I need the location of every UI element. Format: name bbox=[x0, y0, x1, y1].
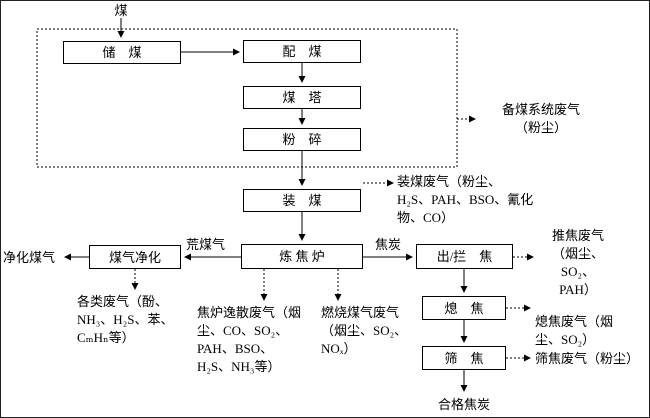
qualified-coke-output: 合格焦炭 bbox=[437, 397, 490, 412]
raw-coke-gas-label: 荒煤气 bbox=[186, 237, 226, 252]
node-gas-purification: 煤气净化 bbox=[89, 245, 181, 269]
emission-coke-quenching: 熄焦废气（烟 尘、SO₂） bbox=[535, 314, 614, 347]
emission-coke-screening: 筛焦废气（粉尘） bbox=[535, 351, 640, 366]
emission-coal-prep: 备煤系统废气 （粉尘） bbox=[501, 102, 580, 135]
emission-gas-combustion: 燃烧煤气废气 （烟尘、SO₂、 NOₓ） bbox=[321, 305, 408, 356]
coke-label: 焦炭 bbox=[375, 237, 402, 252]
node-coke-screening: 筛 焦 bbox=[422, 346, 506, 370]
node-charge-coal: 装 煤 bbox=[243, 189, 361, 212]
purified-gas-output: 净化煤气 bbox=[3, 250, 56, 265]
node-crush: 粉 碎 bbox=[243, 128, 361, 151]
node-coke-pushing: 出/拦 焦 bbox=[416, 244, 513, 269]
node-coking-oven: 炼 焦 炉 bbox=[241, 244, 363, 269]
emission-oven-fugitive: 焦炉逸散废气（烟 尘、CO、SO₂、 PAH、BSO、 H₂S、NH₃等） bbox=[197, 305, 302, 374]
emission-gas-purification: 各类废气（酚、 NH₃、H₂S、苯、 CₘHₙ等） bbox=[77, 294, 174, 345]
node-coke-quenching: 熄 焦 bbox=[422, 296, 506, 320]
node-store-coal: 储 煤 bbox=[63, 41, 181, 64]
coal-prep-system-boundary bbox=[36, 28, 458, 168]
node-blend-coal: 配 煤 bbox=[243, 40, 361, 63]
coal-input-label: 煤 bbox=[114, 3, 128, 18]
emission-coal-charging: 装煤废气（粉尘、 H₂S、PAH、BSO、氰化 物、CO） bbox=[397, 174, 534, 225]
emission-coke-pushing: 推焦废气 （烟尘、 SO₂、 PAH） bbox=[551, 228, 604, 297]
node-coal-tower: 煤 塔 bbox=[243, 86, 361, 109]
